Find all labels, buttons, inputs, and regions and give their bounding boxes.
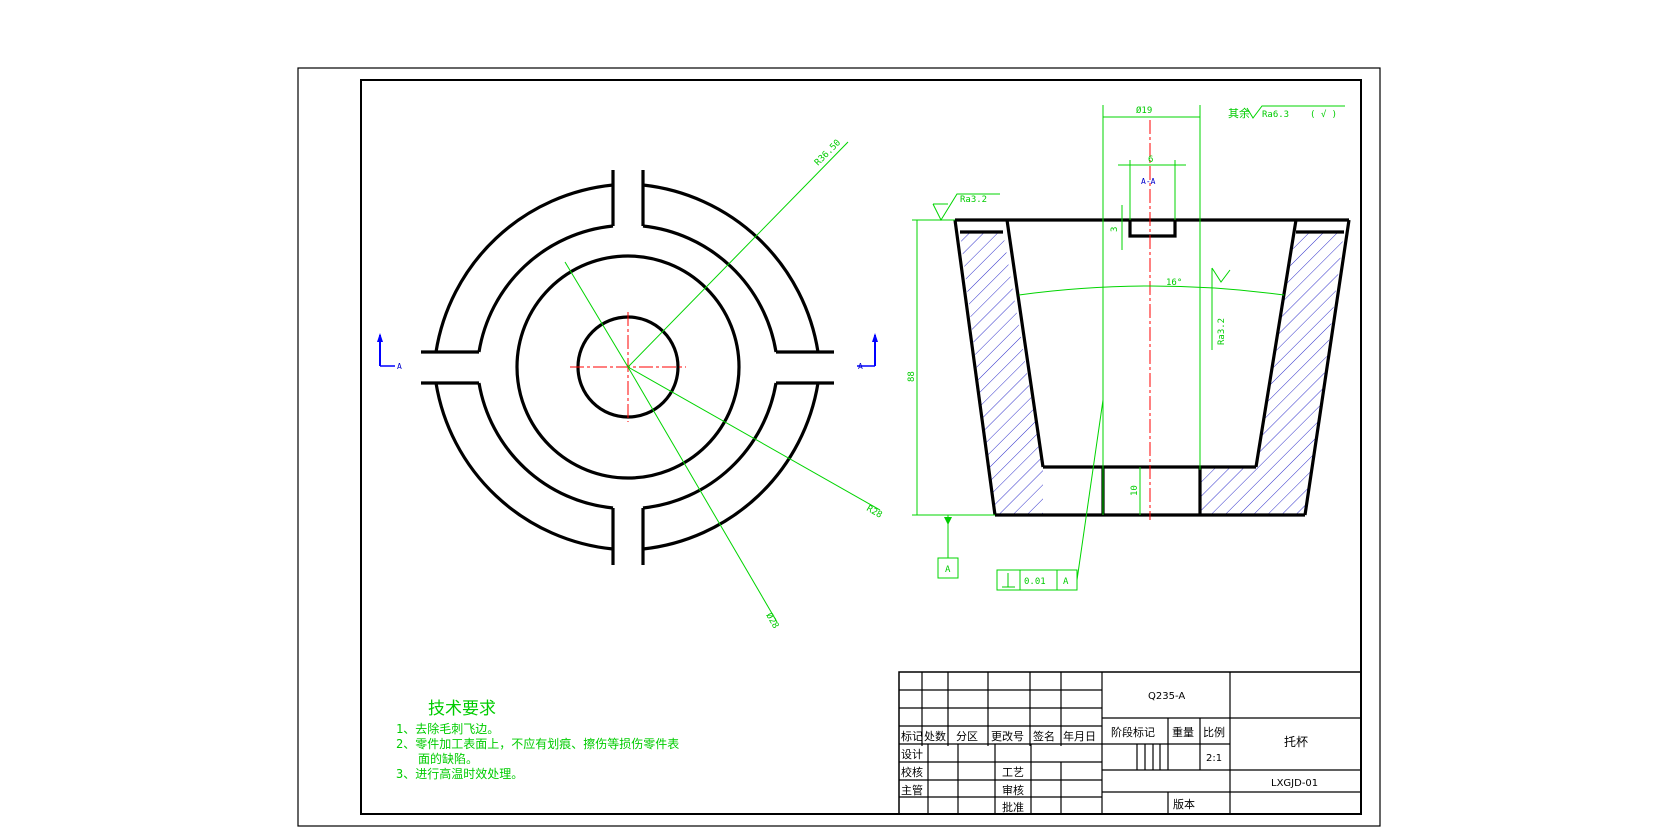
title-block: 标记 处数 分区 更改号 签名 年月日 设计 校核 主管 工艺 审核 批准 阶段… (898, 671, 1362, 815)
svg-text:( √ ): ( √ ) (1310, 109, 1337, 120)
section-label: A-A (1141, 177, 1156, 186)
weight: 重量 (1172, 725, 1194, 739)
top-view: R36.50 R28 Ø28 (421, 138, 884, 631)
svg-text:A: A (858, 362, 863, 371)
dim-angle: 16° (1166, 278, 1182, 288)
dim-phi28: Ø28 (763, 611, 781, 631)
col-fenqu: 分区 (956, 730, 978, 743)
datum-a: A (937, 515, 959, 579)
part-name: 托杯 (1284, 735, 1308, 749)
dim-ten: 10 (1130, 485, 1140, 496)
drawing-frame (360, 79, 1362, 815)
tech-requirements: 技术要求 1、去除毛刺飞边。 2、零件加工表面上，不应有划痕、擦伤等损伤零件表 … (396, 699, 679, 781)
section-marker-left: A (377, 333, 402, 371)
col-date: 年月日 (1063, 729, 1096, 743)
scale: 2:1 (1206, 753, 1222, 764)
row-supervisor: 主管 (901, 783, 923, 797)
section-marker-right: A (857, 333, 878, 371)
roughness-side: Ra3.2 (1211, 267, 1231, 350)
tech-title: 技术要求 (428, 699, 496, 719)
svg-text:3、进行高温时效处理。: 3、进行高温时效处理。 (396, 766, 523, 781)
dim-r28: R28 (865, 504, 884, 521)
svg-text:Ra3.2: Ra3.2 (1217, 318, 1227, 345)
row-check: 校核 (901, 765, 923, 779)
ratio: 比例 (1203, 725, 1225, 739)
col-biaoji: 标记 (901, 729, 923, 743)
row-process: 工艺 (1002, 766, 1024, 779)
svg-text:A: A (945, 565, 951, 575)
svg-text:2、零件加工表面上，不应有划痕、擦伤等损伤零件表: 2、零件加工表面上，不应有划痕、擦伤等损伤零件表 (396, 736, 679, 751)
dim-r36-50: R36.50 (813, 138, 843, 168)
svg-text:A: A (1063, 577, 1069, 587)
dim-height: 88 (907, 371, 917, 382)
svg-text:Ra6.3: Ra6.3 (1262, 110, 1289, 120)
svg-text:面的缺陷。: 面的缺陷。 (418, 751, 478, 766)
svg-text:其余: 其余 (1228, 106, 1250, 120)
version: 版本 (1173, 797, 1195, 811)
section-view: Ø19 6 A-A 3 10 88 16° (907, 105, 1351, 520)
roughness-other: 其余 Ra6.3 ( √ ) (1228, 105, 1345, 120)
material: Q235-A (1148, 691, 1185, 702)
svg-text:A: A (397, 362, 402, 371)
roughness-top: Ra3.2 (932, 193, 1000, 222)
svg-text:1、去除毛刺飞边。: 1、去除毛刺飞边。 (396, 721, 499, 736)
svg-text:0.01: 0.01 (1024, 577, 1046, 587)
col-chushu: 处数 (924, 730, 946, 743)
dim-three: 3 (1110, 227, 1120, 232)
row-approve: 批准 (1002, 800, 1024, 814)
geometric-tolerance: 0.01 A (996, 399, 1104, 591)
col-qianming: 签名 (1033, 729, 1055, 743)
dim-phi19: Ø19 (1136, 105, 1152, 116)
stage-mark: 阶段标记 (1111, 725, 1155, 739)
drawing-number: LXGJD-01 (1271, 778, 1318, 789)
dim-six: 6 (1148, 155, 1153, 165)
row-design: 设计 (901, 748, 923, 761)
col-gengai: 更改号 (991, 729, 1024, 743)
sheet-border (297, 67, 1381, 827)
row-review: 审核 (1002, 783, 1024, 797)
svg-text:Ra3.2: Ra3.2 (960, 195, 987, 205)
